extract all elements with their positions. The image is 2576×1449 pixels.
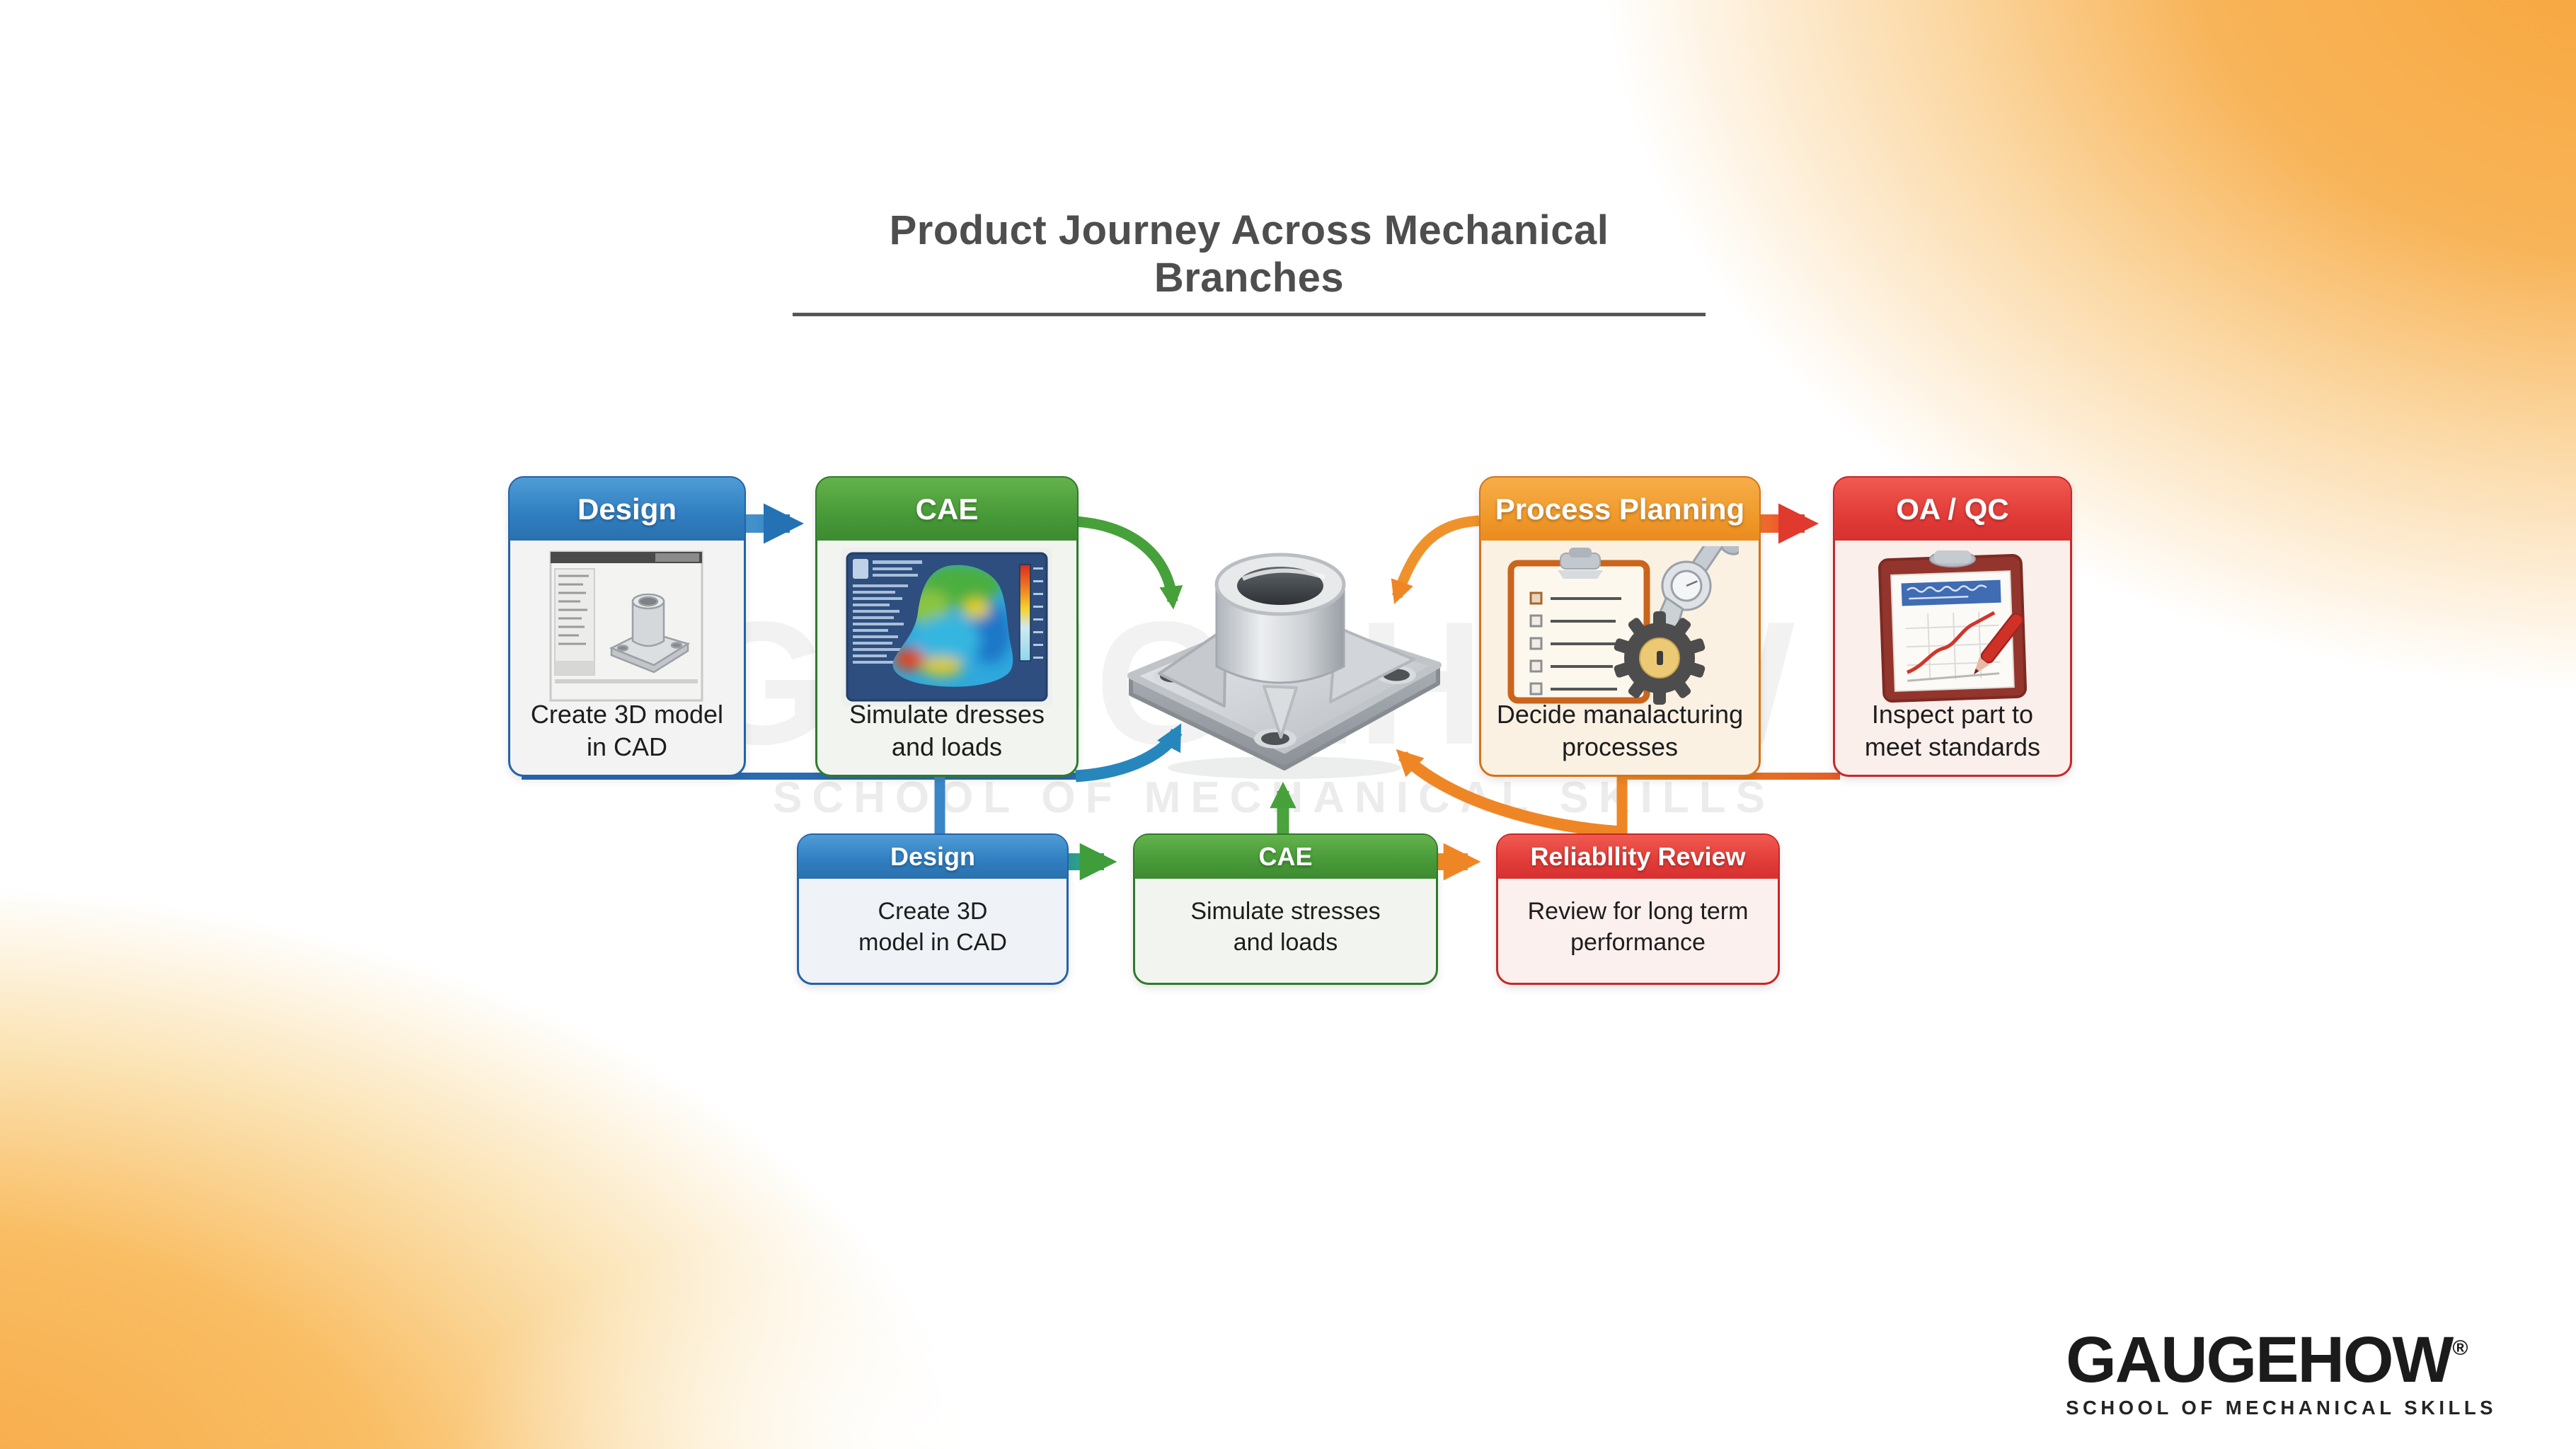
cad-window-icon — [549, 550, 703, 702]
box-reliability-review: Reliabllity Review Review for long term … — [1496, 833, 1780, 985]
box-design-top-header: Design — [510, 478, 744, 541]
box-reliability-review-header: Reliabllity Review — [1497, 835, 1778, 879]
page-title: Product Journey Across Mechanical Branch… — [793, 207, 1706, 316]
inspection-clipboard-icon — [1878, 550, 2028, 703]
box-design-bottom: Design Create 3D model in CAD — [797, 833, 1069, 985]
box-process-planning-caption: Decide manalacturing processes — [1496, 699, 1744, 761]
box-cae-top-caption: Simulate dresses and loads — [849, 699, 1045, 761]
box-cae-bottom-header: CAE — [1134, 835, 1437, 879]
arrow-blue-curve-to-part — [1075, 723, 1183, 783]
logo-tagline: SCHOOL OF MECHANICAL SKILLS — [2066, 1397, 2497, 1419]
box-cae-bottom-caption: Simulate stresses and loads — [1190, 898, 1381, 956]
process-planning-icon — [1507, 546, 1739, 705]
box-cae-top: CAE — [815, 476, 1079, 777]
flange-part-image — [1127, 553, 1442, 779]
gear-icon — [1614, 611, 1706, 705]
box-qa-qc: OA / QC Inspect part to meet standards — [1833, 476, 2072, 777]
box-design-top-caption: Create 3D model in CAD — [530, 699, 724, 761]
box-design-bottom-header: Design — [798, 835, 1067, 879]
fea-simulation-icon — [841, 548, 1052, 706]
box-process-planning: Process Planning — [1479, 476, 1761, 777]
red-pen-icon — [1974, 613, 2024, 675]
box-design-bottom-caption: Create 3D model in CAD — [858, 898, 1007, 956]
box-qa-qc-header: OA / QC — [1834, 478, 2071, 541]
box-process-planning-header: Process Planning — [1480, 478, 1759, 541]
arrow-orange-curve-to-part-bottom — [1396, 749, 1623, 838]
arrow-orange-curve-to-part-top — [1391, 515, 1480, 604]
arrow-green-curve-to-part-top — [1074, 516, 1183, 610]
box-reliability-review-caption: Review for long term performance — [1527, 898, 1749, 956]
box-qa-qc-caption: Inspect part to meet standards — [1864, 699, 2041, 761]
box-cae-top-header: CAE — [817, 478, 1077, 541]
registered-trademark-icon: ® — [2452, 1337, 2468, 1360]
box-cae-bottom: CAE Simulate stresses and loads — [1133, 833, 1438, 985]
box-design-top: Design Create 3D model in CAD — [508, 476, 746, 777]
logo-brand-text: GAUGEHOW — [2066, 1324, 2454, 1396]
gaugehow-logo: GAUGEHOW® SCHOOL OF MECHANICAL SKILLS — [2066, 1327, 2497, 1419]
